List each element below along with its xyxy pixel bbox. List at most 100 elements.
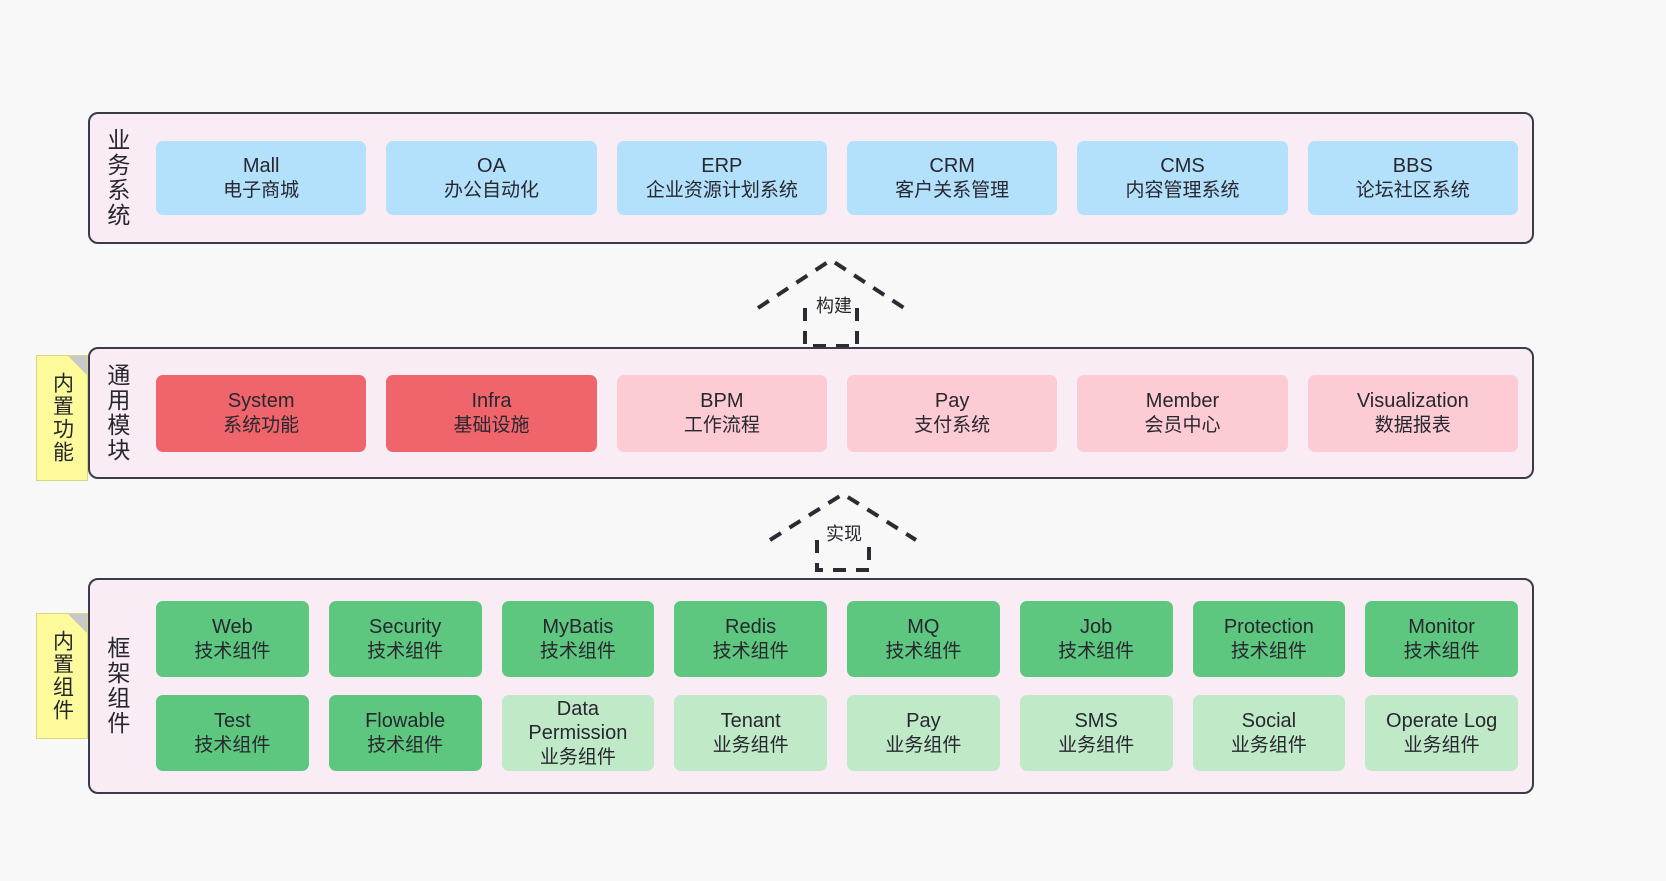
node-bpm[interactable]: BPM 工作流程 — [616, 374, 827, 452]
sticky-note-label: 内置组件 — [50, 630, 74, 722]
node-row: System 系统功能 Infra 基础设施 BPM 工作流程 Pay 支付系统… — [156, 374, 1518, 452]
arrow-head-path — [756, 257, 906, 310]
node-label-en: Protection — [1223, 616, 1314, 639]
node-label-en: MyBatis — [542, 616, 614, 639]
node-label-cn: 业务组件 — [1230, 734, 1307, 756]
arrow-shaft-path — [815, 540, 871, 572]
node-pay[interactable]: Pay 支付系统 — [846, 374, 1058, 452]
generalization-arrow-implement: 实现 — [768, 491, 918, 572]
node-row: Web 技术组件 Security 技术组件 MyBatis 技术组件 Redi… — [156, 601, 1518, 677]
sticky-note-label: 内置功能 — [50, 372, 74, 464]
node-data-permission[interactable]: Data Permission 业务组件 — [501, 695, 655, 771]
node-mybatis[interactable]: MyBatis 技术组件 — [501, 601, 655, 677]
node-label-en: Test — [214, 710, 251, 733]
node-monitor[interactable]: Monitor 技术组件 — [1365, 601, 1518, 677]
node-label-en: Tenant — [720, 710, 781, 733]
node-label-en: MQ — [907, 616, 940, 639]
node-label-cn: 系统功能 — [223, 414, 300, 436]
node-label-en: Pay — [906, 710, 941, 733]
node-label-en: Member — [1145, 390, 1220, 413]
node-label-cn: 技术组件 — [539, 640, 616, 662]
layer-business-systems: 业务系统 Mall 电子商城 OA 办公自动化 ERP 企业资源计划系统 CRM… — [88, 112, 1534, 244]
node-label-en: CRM — [929, 155, 975, 178]
node-crm[interactable]: CRM 客户关系管理 — [846, 141, 1058, 215]
layer-common-modules: 通用模块 System 系统功能 Infra 基础设施 BPM 工作流程 Pay… — [88, 347, 1534, 479]
node-erp[interactable]: ERP 企业资源计划系统 — [616, 141, 827, 215]
node-label-cn: 技术组件 — [367, 640, 444, 662]
node-redis[interactable]: Redis 技术组件 — [674, 601, 827, 677]
node-label-en: Visualization — [1356, 390, 1469, 413]
node-label-en: SMS — [1074, 710, 1118, 733]
node-cms[interactable]: CMS 内容管理系统 — [1077, 141, 1288, 215]
node-flowable[interactable]: Flowable 技术组件 — [328, 695, 482, 771]
arrow-label-implement: 实现 — [824, 520, 864, 546]
node-label-en: Redis — [725, 616, 777, 639]
layer-title-common-modules: 通用模块 — [103, 363, 130, 463]
node-label-en: BBS — [1392, 155, 1433, 178]
node-label-cn: 企业资源计划系统 — [645, 179, 798, 201]
node-label-en: Mall — [242, 155, 280, 178]
node-tenant[interactable]: Tenant 业务组件 — [674, 695, 827, 771]
node-label-en: Security — [369, 616, 442, 639]
node-label-cn: 办公自动化 — [443, 179, 539, 201]
generalization-arrow-build: 构建 — [756, 257, 906, 348]
sticky-note-builtin-features: 内置功能 — [36, 355, 88, 481]
node-job[interactable]: Job 技术组件 — [1019, 601, 1173, 677]
node-label-cn: 业务组件 — [539, 746, 616, 768]
node-label-cn: 技术组件 — [1230, 640, 1307, 662]
node-mq[interactable]: MQ 技术组件 — [847, 601, 1000, 677]
node-pay-business[interactable]: Pay 业务组件 — [847, 695, 1000, 771]
node-mall[interactable]: Mall 电子商城 — [156, 141, 367, 215]
node-member[interactable]: Member 会员中心 — [1077, 374, 1288, 452]
node-label-cn: 数据报表 — [1374, 414, 1451, 436]
node-label-en: CMS — [1160, 155, 1205, 178]
node-row: Mall 电子商城 OA 办公自动化 ERP 企业资源计划系统 CRM 客户关系… — [156, 141, 1518, 215]
node-label-en: Pay — [934, 390, 970, 413]
node-operate-log[interactable]: Operate Log 业务组件 — [1365, 695, 1518, 771]
node-label-cn: 技术组件 — [1058, 640, 1135, 662]
node-label-en: Monitor — [1408, 616, 1475, 639]
node-label-cn: 电子商城 — [223, 179, 300, 201]
node-label-en: Job — [1080, 616, 1113, 639]
node-label-cn: 技术组件 — [712, 640, 789, 662]
sticky-note-builtin-components: 内置组件 — [36, 613, 88, 739]
node-label-cn: 论坛社区系统 — [1355, 179, 1470, 201]
layer-title-business-systems: 业务系统 — [103, 128, 130, 228]
node-label-cn: 工作流程 — [683, 414, 760, 436]
node-label-cn: 技术组件 — [194, 734, 271, 756]
node-security[interactable]: Security 技术组件 — [328, 601, 482, 677]
node-infra[interactable]: Infra 基础设施 — [386, 374, 597, 452]
node-protection[interactable]: Protection 技术组件 — [1192, 601, 1346, 677]
node-label-cn: 会员中心 — [1144, 414, 1221, 436]
node-label-cn: 技术组件 — [885, 640, 962, 662]
layer-body-common-modules: System 系统功能 Infra 基础设施 BPM 工作流程 Pay 支付系统… — [142, 349, 1532, 477]
node-oa[interactable]: OA 办公自动化 — [386, 141, 597, 215]
node-web[interactable]: Web 技术组件 — [156, 601, 309, 677]
layer-title-framework-components: 框架组件 — [103, 636, 130, 736]
node-label-en: BPM — [700, 390, 744, 413]
arrow-head-path — [768, 491, 918, 542]
node-bbs[interactable]: BBS 论坛社区系统 — [1307, 141, 1518, 215]
layer-body-business-systems: Mall 电子商城 OA 办公自动化 ERP 企业资源计划系统 CRM 客户关系… — [142, 114, 1532, 242]
node-label-cn: 业务组件 — [1403, 734, 1480, 756]
node-label-en: Web — [211, 616, 253, 639]
node-label-cn: 业务组件 — [885, 734, 962, 756]
arrow-label-build: 构建 — [814, 292, 854, 318]
node-label-cn: 业务组件 — [712, 734, 789, 756]
node-label-en: Infra — [471, 390, 512, 413]
node-label-en: Social — [1241, 710, 1297, 733]
node-label-en: OA — [477, 155, 506, 178]
node-social[interactable]: Social 业务组件 — [1192, 695, 1346, 771]
node-test[interactable]: Test 技术组件 — [156, 695, 309, 771]
node-system[interactable]: System 系统功能 — [156, 374, 367, 452]
node-label-cn: 支付系统 — [914, 414, 991, 436]
node-visualization[interactable]: Visualization 数据报表 — [1307, 374, 1518, 452]
node-label-cn: 技术组件 — [194, 640, 271, 662]
node-label-en: Flowable — [365, 710, 446, 733]
node-sms[interactable]: SMS 业务组件 — [1019, 695, 1173, 771]
node-label-en: Operate Log — [1386, 710, 1498, 733]
node-label-cn: 内容管理系统 — [1125, 179, 1240, 201]
node-row: Test 技术组件 Flowable 技术组件 Data Permission … — [156, 695, 1518, 771]
node-label-en: Data Permission — [528, 698, 628, 745]
